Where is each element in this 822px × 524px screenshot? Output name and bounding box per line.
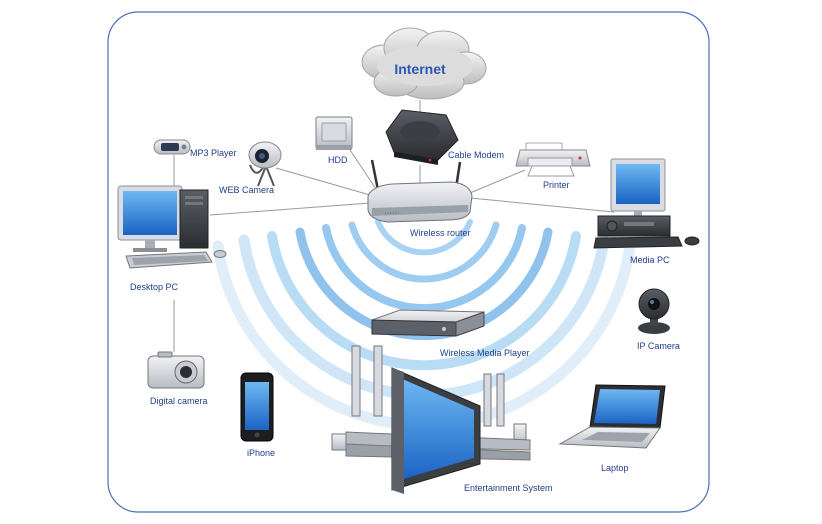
internet-cloud-icon [361, 27, 487, 100]
printer-label: Printer [543, 180, 570, 190]
connector-lines [173, 100, 615, 352]
iphone-label: iPhone [247, 448, 275, 458]
internet-label: Internet [394, 61, 446, 77]
connector-line [275, 167, 371, 196]
iphone-icon [240, 372, 274, 442]
laptop-label: Laptop [601, 463, 629, 473]
entertainment-system-label: Entertainment System [464, 483, 553, 493]
cable-modem-label: Cable Modem [448, 150, 504, 160]
digital-camera-label: Digital camera [150, 396, 208, 406]
connector-line [349, 149, 381, 196]
wave-arc [267, 231, 581, 371]
wireless-router-icon: • • • • • • [367, 159, 473, 223]
desktop-pc-label: Desktop PC [130, 282, 179, 292]
digital-camera-icon [147, 351, 205, 389]
connector-line [469, 169, 526, 194]
media-pc-icon [593, 158, 700, 249]
web-camera-label: WEB Camera [219, 185, 274, 195]
printer-icon [515, 142, 591, 177]
entertainment-system-icon [331, 345, 531, 494]
connector-line [209, 202, 371, 216]
wireless-media-player-icon [371, 309, 485, 337]
wave-arc [348, 221, 500, 283]
web-camera-icon [248, 141, 282, 187]
ip-camera-icon [638, 288, 670, 334]
wave-arc [375, 219, 473, 256]
svg-text:• • • • • •: • • • • • • [385, 210, 400, 215]
wireless-router-label: Wireless router [410, 228, 471, 238]
cable-modem-icon [385, 109, 459, 165]
hdd-label: HDD [328, 155, 348, 165]
wave-arc [322, 224, 526, 313]
laptop-icon [558, 384, 666, 449]
ip-camera-label: IP Camera [637, 341, 680, 351]
wireless-media-player-label: Wireless Media Player [440, 348, 530, 358]
media-pc-label: Media PC [630, 255, 670, 265]
hdd-icon [315, 116, 353, 150]
desktop-pc-icon [117, 185, 227, 269]
connector-line [469, 197, 615, 213]
mp3-player-icon [153, 139, 191, 155]
mp3-player-label: MP3 Player [190, 148, 237, 158]
